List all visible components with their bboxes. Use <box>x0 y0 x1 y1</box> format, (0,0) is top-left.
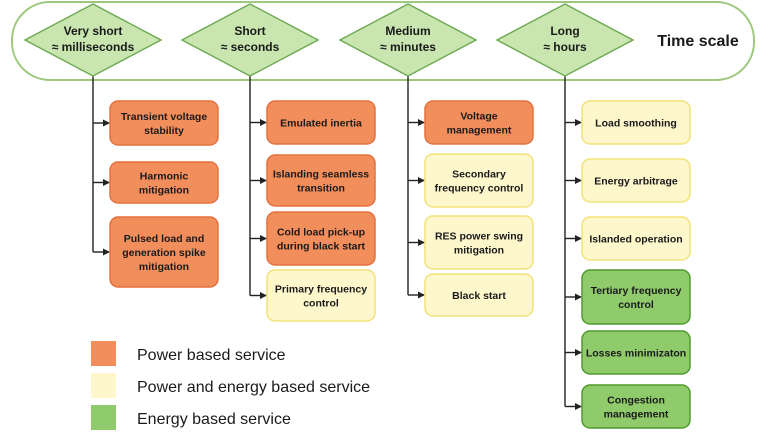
service-box-islanded-operation: Islanded operation <box>581 216 691 261</box>
diamond-shape-very-short <box>23 3 163 77</box>
legend-label: Power based service <box>137 347 286 364</box>
legend-swatch <box>91 341 116 366</box>
service-box-shape <box>266 100 376 145</box>
service-box-islanding-seamless-transition: Islanding seamless transition <box>266 154 376 207</box>
service-box-congestion-management: Congestion management <box>581 384 691 429</box>
service-label: Black start <box>452 290 506 302</box>
service-label: mitigation <box>139 261 189 273</box>
diamond-label-medium-0: Medium <box>385 24 430 38</box>
service-box-cold-load-pick-up-during-black-start: Cold load pick-up during black start <box>266 211 376 266</box>
service-label: Primary frequency <box>275 284 367 296</box>
time-scale-label: Time scale <box>657 33 739 50</box>
diamond-shape-short <box>180 3 320 77</box>
service-box-shape <box>424 100 534 145</box>
service-label: Losses minimizaton <box>586 348 686 360</box>
service-label: Energy arbitrage <box>594 176 678 188</box>
service-label: Cold load pick-up <box>277 227 365 239</box>
service-label: mitigation <box>454 245 504 257</box>
service-label: control <box>618 299 654 311</box>
legend-swatch <box>91 405 116 430</box>
service-label: RES power swing <box>435 231 523 243</box>
diamond-long: Long ≈ hours <box>495 3 635 77</box>
diamond-label-short-1: ≈ seconds <box>221 40 280 54</box>
service-box-shape <box>266 211 376 266</box>
legend-label: Energy based service <box>137 411 291 428</box>
legend-item-energy-based-service: Energy based service <box>91 405 291 430</box>
service-box-energy-arbitrage: Energy arbitrage <box>581 158 691 203</box>
service-box-black-start: Black start <box>424 273 534 317</box>
diamond-label-long-1: ≈ hours <box>543 40 587 54</box>
service-box-shape <box>581 269 691 325</box>
service-box-shape <box>109 216 219 288</box>
service-box-primary-frequency-control: Primary frequency control <box>266 269 376 322</box>
diamond-label-very-short-1: ≈ milliseconds <box>52 40 135 54</box>
service-label: Emulated inertia <box>280 118 362 130</box>
service-box-shape <box>266 154 376 207</box>
service-box-shape <box>581 330 691 375</box>
diamond-short: Short ≈ seconds <box>180 3 320 77</box>
diamond-shape-long <box>495 3 635 77</box>
service-box-losses-minimizaton: Losses minimizaton <box>581 330 691 375</box>
diamond-label-medium-1: ≈ minutes <box>380 40 436 54</box>
service-box-harmonic-mitigation: Harmonic mitigation <box>109 161 219 204</box>
service-label: during black start <box>277 241 366 253</box>
service-box-emulated-inertia: Emulated inertia <box>266 100 376 145</box>
legend-label: Power and energy based service <box>137 379 370 396</box>
service-box-transient-voltage-stability: Transient voltage stability <box>109 100 219 146</box>
service-box-shape <box>266 269 376 322</box>
service-box-secondary-frequency-control: Secondary frequency control <box>424 153 534 208</box>
service-box-shape <box>581 158 691 203</box>
service-box-shape <box>581 384 691 429</box>
diamond-label-short-0: Short <box>234 24 265 38</box>
service-label: management <box>447 125 512 137</box>
service-label: Harmonic <box>140 171 189 183</box>
service-label: generation spike <box>122 247 206 259</box>
legend-swatch <box>91 373 116 398</box>
service-box-voltage-management: Voltage management <box>424 100 534 145</box>
service-box-shape <box>109 161 219 204</box>
service-label: control <box>303 298 339 310</box>
diamond-very-short: Very short ≈ milliseconds <box>23 3 163 77</box>
service-label: Voltage <box>460 111 497 123</box>
service-box-pulsed-load-and-generation-spike-mitigation: Pulsed load and generation spike mitigatio… <box>109 216 219 288</box>
service-box-shape <box>581 100 691 145</box>
service-box-res-power-swing-mitigation: RES power swing mitigation <box>424 215 534 270</box>
service-label: Congestion <box>607 395 665 407</box>
service-label: Pulsed load and <box>124 233 205 245</box>
legend-item-power-based-service: Power based service <box>91 341 286 366</box>
service-box-shape <box>109 100 219 146</box>
diamond-medium: Medium ≈ minutes <box>338 3 478 77</box>
diamond-shape-medium <box>338 3 478 77</box>
service-label: Secondary <box>452 169 506 181</box>
service-box-load-smoothing: Load smoothing <box>581 100 691 145</box>
service-label: Load smoothing <box>595 118 677 130</box>
service-label: mitigation <box>139 185 189 197</box>
service-box-shape <box>581 216 691 261</box>
service-label: management <box>604 409 669 421</box>
service-label: Tertiary frequency <box>591 285 682 297</box>
service-label: stability <box>144 125 184 137</box>
service-box-shape <box>424 215 534 270</box>
service-label: Islanding seamless <box>273 169 369 181</box>
legend-item-power-and-energy-based-service: Power and energy based service <box>91 373 370 398</box>
service-label: Transient voltage <box>121 111 208 123</box>
service-label: transition <box>297 183 345 195</box>
service-box-shape <box>424 153 534 208</box>
diamond-label-very-short-0: Very short <box>64 24 123 38</box>
service-box-shape <box>424 273 534 317</box>
service-label: frequency control <box>435 183 524 195</box>
service-box-tertiary-frequency-control: Tertiary frequency control <box>581 269 691 325</box>
service-label: Islanded operation <box>589 234 682 246</box>
diamond-label-long-0: Long <box>550 24 579 38</box>
